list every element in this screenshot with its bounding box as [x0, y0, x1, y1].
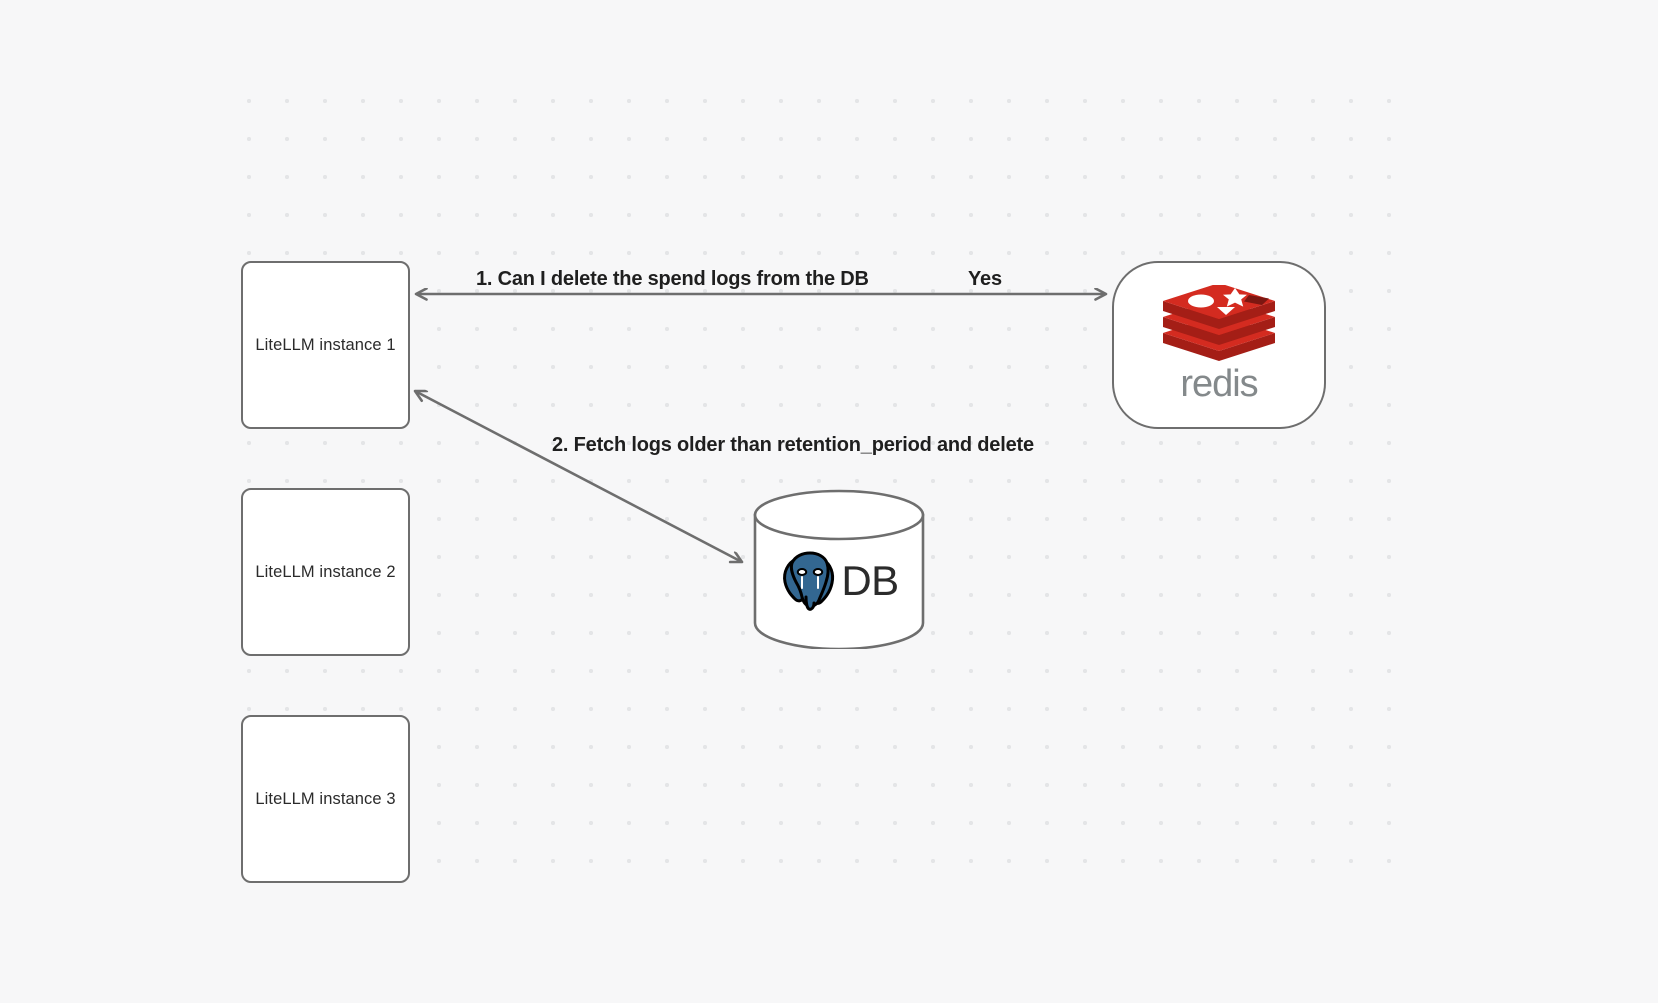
- edge-label-fetch-and-delete: 2. Fetch logs older than retention_perio…: [552, 434, 1034, 456]
- node-litellm-instance-2[interactable]: LiteLLM instance 2: [241, 488, 410, 656]
- redis-logo: redis: [1159, 285, 1279, 405]
- db-logo-and-label: DB: [752, 545, 926, 617]
- postgresql-elephant-icon: [783, 551, 835, 611]
- node-label: LiteLLM instance 2: [255, 562, 396, 581]
- redis-wordmark: redis: [1180, 365, 1258, 405]
- edge-instance1-db[interactable]: [415, 391, 742, 562]
- node-postgres-db[interactable]: DB: [752, 489, 926, 649]
- svg-text:redis: redis: [1180, 365, 1257, 405]
- db-label: DB: [841, 557, 899, 604]
- edge-label-yes-answer: Yes: [968, 268, 1002, 290]
- node-litellm-instance-1[interactable]: LiteLLM instance 1: [241, 261, 410, 429]
- node-redis[interactable]: redis: [1112, 261, 1326, 429]
- cylinder-shape: [753, 489, 925, 649]
- node-label: LiteLLM instance 3: [255, 789, 396, 808]
- node-label: LiteLLM instance 1: [255, 335, 396, 354]
- edge-label-delete-question: 1. Can I delete the spend logs from the …: [476, 268, 869, 290]
- node-litellm-instance-3[interactable]: LiteLLM instance 3: [241, 715, 410, 883]
- redis-stack-icon: [1163, 285, 1275, 361]
